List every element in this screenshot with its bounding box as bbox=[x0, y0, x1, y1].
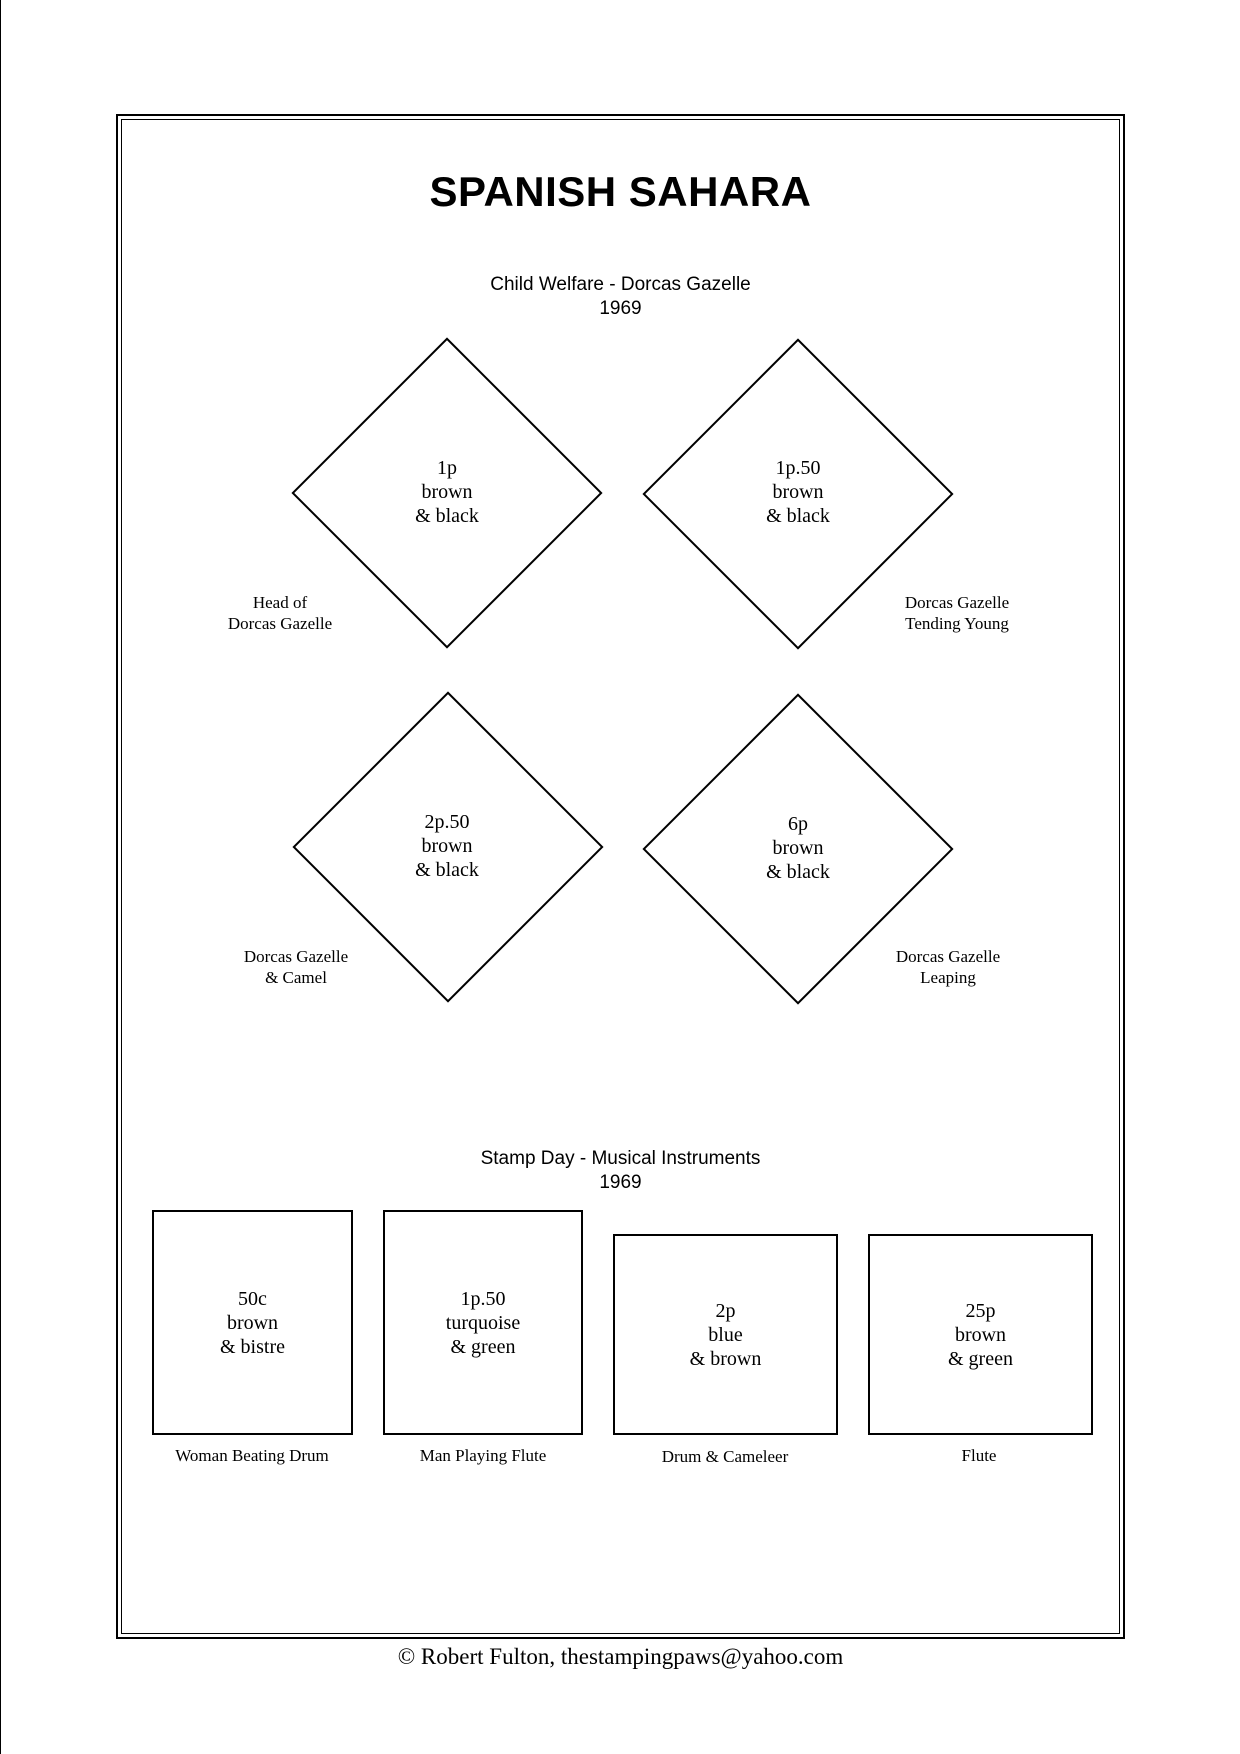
album-frame-outer bbox=[116, 114, 1125, 1639]
caption-line: Dorcas Gazelle bbox=[227, 614, 333, 633]
stamp-color: & green bbox=[948, 1348, 1013, 1370]
caption-line: Tending Young bbox=[905, 614, 1009, 633]
stamp-caption: Woman Beating Drum bbox=[142, 1445, 362, 1466]
set-heading-stamp-day: Stamp Day - Musical Instruments 1969 bbox=[116, 1147, 1125, 1195]
stamp-description: 6p brown & black bbox=[698, 812, 898, 884]
stamp-space-box: 25p brown & green bbox=[868, 1234, 1093, 1435]
stamp-space-box: 2p blue & brown bbox=[613, 1234, 838, 1435]
stamp-color: & green bbox=[450, 1336, 516, 1358]
stamp-color: brown bbox=[772, 837, 824, 859]
stamp-value: 6p bbox=[788, 813, 808, 835]
stamp-description: 2p blue & brown bbox=[615, 1299, 836, 1371]
stamp-color: turquoise bbox=[445, 1312, 521, 1334]
stamp-color: & black bbox=[766, 505, 830, 527]
stamp-color: brown bbox=[954, 1324, 1007, 1346]
caption-line: Dorcas Gazelle bbox=[243, 947, 349, 966]
stamp-color: brown bbox=[421, 481, 473, 503]
set-title: Stamp Day - Musical Instruments bbox=[480, 1148, 761, 1169]
stamp-value: 25p bbox=[965, 1300, 996, 1322]
stamp-space-box: 1p.50 turquoise & green bbox=[383, 1210, 583, 1435]
stamp-description: 25p brown & green bbox=[870, 1299, 1091, 1371]
stamp-color: brown bbox=[772, 481, 824, 503]
caption-line: Head of bbox=[252, 593, 308, 612]
stamp-value: 2p bbox=[715, 1300, 736, 1322]
stamp-color: & bistre bbox=[220, 1336, 285, 1358]
stamp-value: 2p.50 bbox=[424, 811, 470, 833]
stamp-color: & brown bbox=[689, 1348, 762, 1370]
stamp-value: 50c bbox=[238, 1288, 267, 1310]
caption-line: Man Playing Flute bbox=[419, 1446, 547, 1465]
caption-line: Flute bbox=[961, 1446, 997, 1465]
stamp-caption: Dorcas Gazelle & Camel bbox=[186, 946, 406, 988]
set-title: Child Welfare - Dorcas Gazelle bbox=[490, 274, 751, 295]
stamp-description: 1p.50 turquoise & green bbox=[385, 1287, 581, 1359]
stamp-value: 1p.50 bbox=[460, 1288, 506, 1310]
stamp-caption: Drum & Cameleer bbox=[615, 1446, 835, 1467]
stamp-space-box: 50c brown & bistre bbox=[152, 1210, 353, 1435]
stamp-caption: Flute bbox=[869, 1445, 1089, 1466]
caption-line: Leaping bbox=[920, 968, 976, 987]
stamp-value: 1p.50 bbox=[775, 457, 821, 479]
stamp-color: brown bbox=[226, 1312, 279, 1334]
stamp-description: 1p.50 brown & black bbox=[698, 456, 898, 528]
caption-line: Drum & Cameleer bbox=[661, 1447, 789, 1466]
caption-line: Dorcas Gazelle bbox=[904, 593, 1010, 612]
stamp-color: & black bbox=[415, 505, 479, 527]
set-year: 1969 bbox=[599, 1172, 642, 1193]
set-heading-child-welfare: Child Welfare - Dorcas Gazelle 1969 bbox=[116, 273, 1125, 321]
stamp-color: & black bbox=[415, 859, 479, 881]
stamp-description: 2p.50 brown & black bbox=[347, 810, 547, 882]
stamp-description: 1p brown & black bbox=[347, 456, 547, 528]
stamp-description: 50c brown & bistre bbox=[154, 1287, 351, 1359]
stamp-caption: Dorcas Gazelle Tending Young bbox=[847, 592, 1067, 634]
caption-line: Dorcas Gazelle bbox=[895, 947, 1001, 966]
stamp-color: brown bbox=[421, 835, 473, 857]
caption-line: & Camel bbox=[265, 968, 327, 987]
album-frame-inner bbox=[121, 119, 1120, 1634]
copyright-footer: © Robert Fulton, thestampingpaws@yahoo.c… bbox=[397, 1644, 844, 1669]
stamp-caption: Man Playing Flute bbox=[373, 1445, 593, 1466]
set-year: 1969 bbox=[599, 298, 642, 319]
caption-line: Woman Beating Drum bbox=[175, 1446, 329, 1465]
stamp-color: & black bbox=[766, 861, 830, 883]
stamp-caption: Head of Dorcas Gazelle bbox=[170, 592, 390, 634]
stamp-color: blue bbox=[708, 1324, 743, 1346]
stamp-value: 1p bbox=[437, 457, 457, 479]
stamp-caption: Dorcas Gazelle Leaping bbox=[838, 946, 1058, 988]
page-title: SPANISH SAHARA bbox=[429, 168, 812, 215]
